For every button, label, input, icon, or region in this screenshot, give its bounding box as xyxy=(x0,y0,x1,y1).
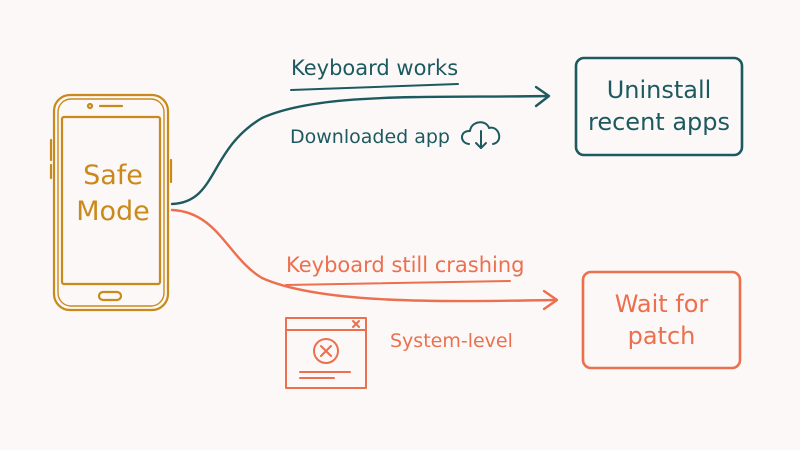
wait-line-2: patch xyxy=(627,322,696,350)
arrow-to-wait xyxy=(170,208,559,311)
keyboard-works-underline xyxy=(290,83,459,91)
phone-icon xyxy=(49,93,173,312)
uninstall-line-2: recent apps xyxy=(588,108,730,136)
uninstall-line-1: Uninstall xyxy=(606,76,712,104)
wait-line-1: Wait for xyxy=(614,290,709,318)
cloud-download-icon xyxy=(461,121,501,149)
keyboard-works-label: Keyboard works xyxy=(291,56,459,80)
system-level-label: System-level xyxy=(390,330,513,352)
uninstall-box-text: Uninstall recent apps xyxy=(576,74,742,138)
arrow-to-uninstall xyxy=(170,85,551,206)
safe-mode-line-2: Mode xyxy=(76,196,150,227)
error-window-icon xyxy=(285,317,367,389)
wait-for-patch-box xyxy=(581,270,742,370)
safe-mode-line-1: Safe xyxy=(83,160,143,191)
safe-mode-label: Safe Mode xyxy=(60,158,166,230)
keyboard-crashing-underline xyxy=(285,280,511,286)
downloaded-app-label: Downloaded app xyxy=(290,126,450,148)
wait-box-text: Wait for patch xyxy=(583,288,740,352)
uninstall-box xyxy=(574,56,744,157)
keyboard-crashing-label: Keyboard still crashing xyxy=(286,253,525,277)
